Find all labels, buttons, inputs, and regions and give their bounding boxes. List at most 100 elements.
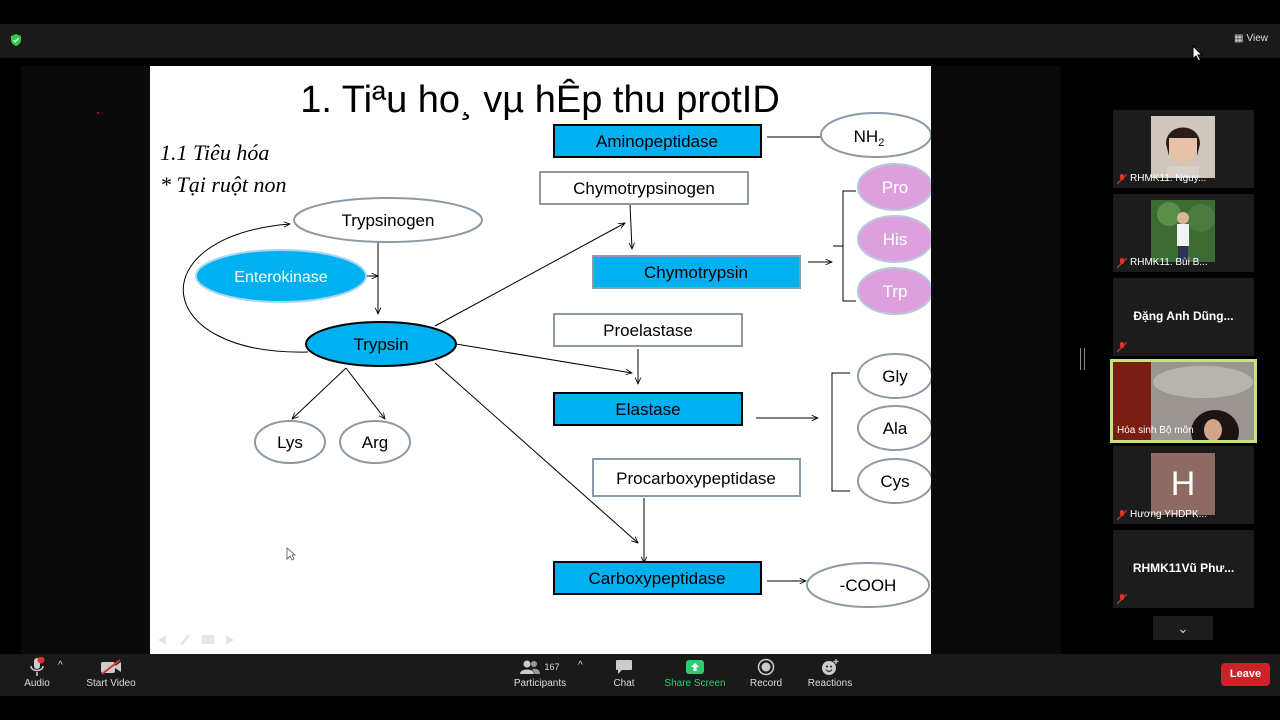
slide-diagram: 1. Tiªu ho¸ vµ hÊp thu protID 1.1 Tiêu h… <box>158 78 931 646</box>
participant-name: RHMK11Vũ Phư... <box>1132 561 1235 575</box>
video-off-icon <box>101 659 121 675</box>
participant-tile-2[interactable]: RHMK11. Bùi B... <box>1113 194 1254 272</box>
his-node <box>857 215 931 263</box>
participant-video <box>1113 362 1254 440</box>
participant-tile-1[interactable]: RHMK11. Nguy... <box>1113 110 1254 188</box>
nh2-text: NH <box>854 127 879 146</box>
bracket-elastase <box>831 372 850 492</box>
ala-node <box>857 405 931 451</box>
panel-resize-handle[interactable] <box>1080 348 1085 370</box>
trp-node <box>857 267 931 315</box>
subtitle-tieu-hoa: 1.1 Tiêu hóa <box>160 140 269 165</box>
leave-button[interactable]: Leave <box>1221 663 1270 686</box>
chymotrypsinogen-box <box>539 171 749 205</box>
participants-label: Participants <box>513 678 567 689</box>
to-elastase-arrow <box>455 343 632 373</box>
audio-button[interactable]: Audio <box>18 656 56 689</box>
prev-slide-icon[interactable] <box>158 635 166 645</box>
participant-photo <box>1151 116 1215 178</box>
enterokinase-node <box>195 249 367 303</box>
chymotrypsin-box <box>592 255 801 289</box>
gly-label: Gly <box>882 367 908 386</box>
participant-count: 167 <box>544 662 560 672</box>
bottom-black-strip <box>0 696 1280 720</box>
aminopeptidase-box <box>553 124 762 158</box>
procarboxypeptidase-box <box>592 458 801 497</box>
participant-tile-5[interactable]: H Hương YHDPK... <box>1113 446 1254 524</box>
share-screen-button[interactable]: Share Screen <box>664 656 726 689</box>
reactions-icon <box>822 659 839 675</box>
red-dot <box>97 112 99 114</box>
enterokinase-label: Enterokinase <box>234 269 327 286</box>
feedback-arrow <box>182 224 309 353</box>
cooh-label: -COOH <box>840 576 897 595</box>
record-label: Record <box>749 678 783 689</box>
meeting-top-bar <box>0 24 1280 58</box>
meeting-toolbar <box>0 654 1280 696</box>
participant-name: RHMK11. Nguy... <box>1130 173 1207 184</box>
nh2-node <box>820 112 931 158</box>
view-button[interactable]: ▦ View <box>1234 33 1268 44</box>
chat-button[interactable]: Chat <box>607 656 641 689</box>
participants-options-caret[interactable]: ^ <box>578 660 583 671</box>
participant-name: Đặng Anh Dũng... <box>1133 309 1234 323</box>
record-icon <box>757 658 775 676</box>
chymotrypsinogen-arrow <box>630 203 632 249</box>
record-button[interactable]: Record <box>746 656 786 689</box>
share-screen-label: Share Screen <box>664 678 726 689</box>
participant-tile-3[interactable]: Đặng Anh Dũng... <box>1113 278 1254 356</box>
reactions-label: Reactions <box>807 678 853 689</box>
microphone-icon <box>30 657 45 676</box>
arg-label: Arg <box>362 433 388 452</box>
muted-mic-icon <box>1117 510 1127 520</box>
trypsinogen-node <box>293 197 483 243</box>
slide-pointer-icon <box>286 547 297 561</box>
security-shield-icon[interactable] <box>10 34 22 46</box>
gly-node <box>857 353 931 399</box>
reactions-button[interactable]: Reactions <box>806 656 854 689</box>
lys-arrow <box>292 367 347 419</box>
bracket-chymo <box>842 190 856 302</box>
arg-node <box>339 420 411 464</box>
chat-label: Chat <box>613 678 635 689</box>
chymotrypsinogen-label: Chymotrypsinogen <box>573 179 715 198</box>
start-video-button[interactable]: Start Video <box>80 656 142 689</box>
menu-icon[interactable] <box>202 635 214 644</box>
cys-label: Cys <box>880 472 909 491</box>
pen-icon[interactable] <box>180 634 190 646</box>
grid-icon: ▦ <box>1234 33 1244 44</box>
view-label: View <box>1246 33 1269 44</box>
pro-label: Pro <box>882 178 908 197</box>
audio-options-caret[interactable]: ^ <box>58 660 63 671</box>
slideshow-controls[interactable] <box>158 634 234 646</box>
scroll-participants-down-button[interactable]: ⌄ <box>1153 616 1213 640</box>
participant-tile-active-speaker[interactable]: Hóa sinh Bộ môn <box>1110 359 1257 443</box>
audio-label: Audio <box>24 678 50 689</box>
cys-node <box>857 458 931 504</box>
trypsin-label: Trypsin <box>353 335 408 354</box>
elastase-box <box>553 392 743 426</box>
procarboxypeptidase-label: Procarboxypeptidase <box>616 469 776 488</box>
proelastase-label: Proelastase <box>603 321 693 340</box>
subtitle-ruot-non: * Tại ruột non <box>160 172 287 197</box>
pro-node <box>857 163 931 211</box>
nh2-label: NH2 <box>854 127 885 149</box>
chat-icon <box>616 660 632 674</box>
start-video-label: Start Video <box>86 678 136 689</box>
presentation-slide: 1. Tiªu ho¸ vµ hÊp thu protID 1.1 Tiêu h… <box>150 66 931 654</box>
participants-button[interactable]: 167 Participants <box>510 656 570 689</box>
chymotrypsin-label: Chymotrypsin <box>644 263 748 282</box>
participant-photo <box>1151 200 1215 262</box>
proelastase-box <box>553 313 743 347</box>
muted-mic-icon <box>1117 594 1127 604</box>
trypsinogen-label: Trypsinogen <box>342 211 435 230</box>
participant-avatar: H <box>1151 453 1215 515</box>
trypsin-node <box>305 321 457 367</box>
next-slide-icon[interactable] <box>226 635 234 645</box>
lys-label: Lys <box>277 433 303 452</box>
aminopeptidase-label: Aminopeptidase <box>596 132 718 151</box>
trp-label: Trp <box>883 282 908 301</box>
participant-tile-6[interactable]: RHMK11Vũ Phư... <box>1113 530 1254 608</box>
to-chymo-arrow <box>434 223 625 327</box>
chevron-down-icon: ⌄ <box>1177 620 1189 636</box>
